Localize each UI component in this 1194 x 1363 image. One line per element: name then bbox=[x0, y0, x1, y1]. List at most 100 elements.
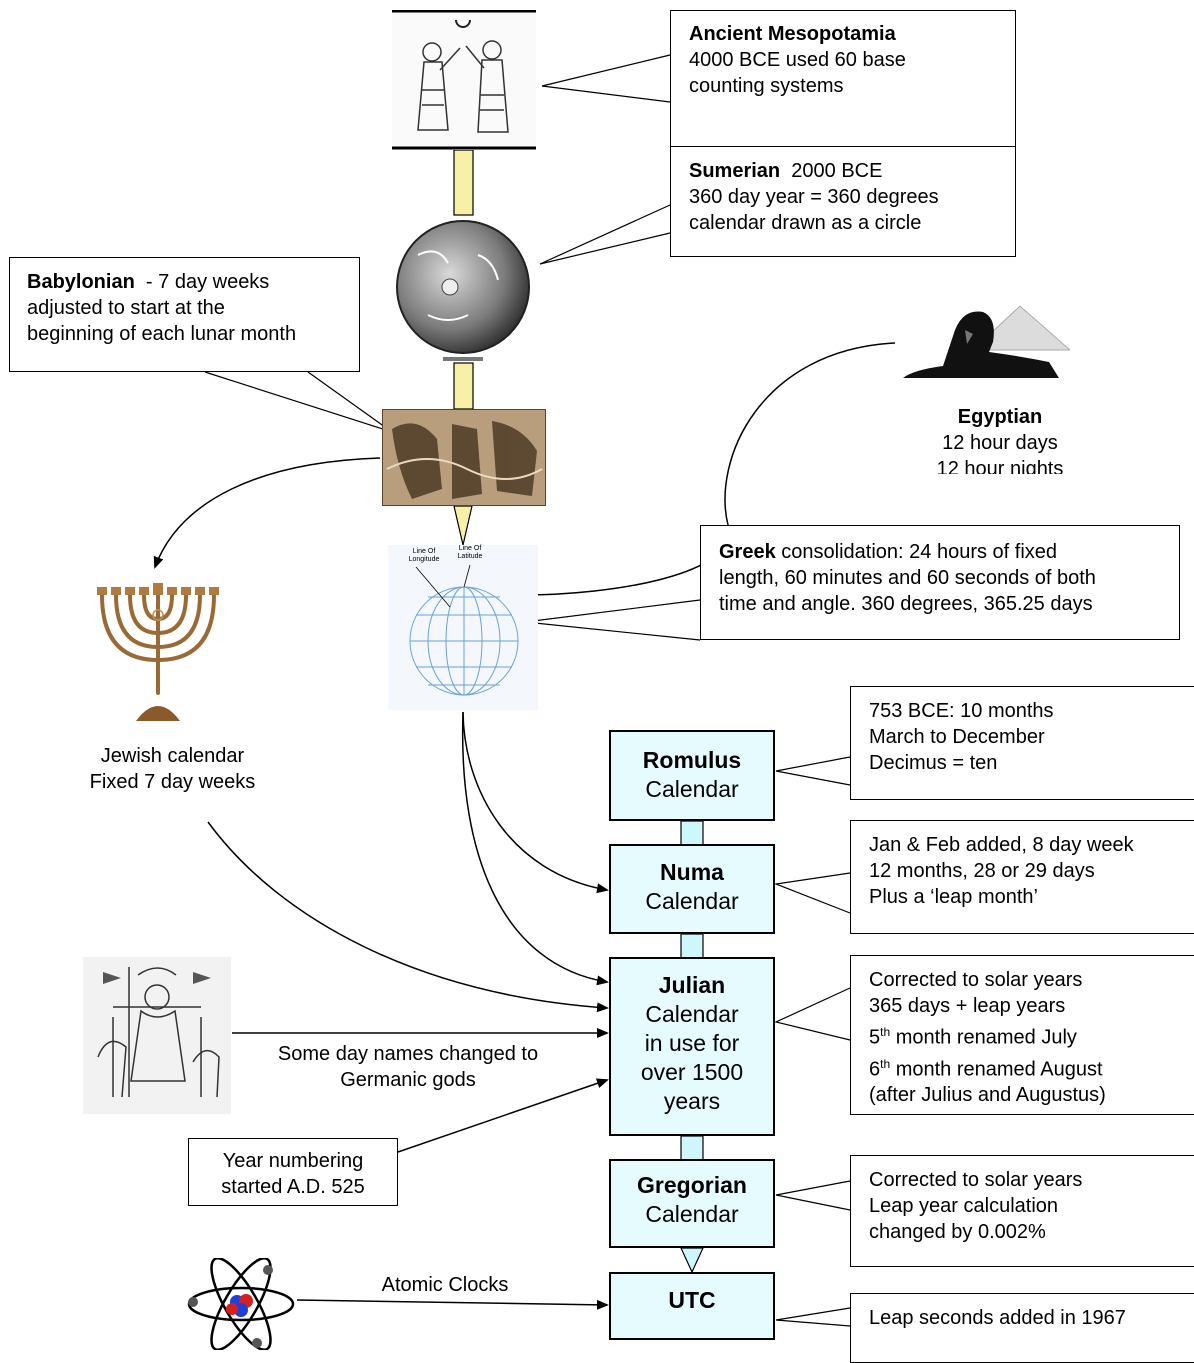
utc-note-line1: Leap seconds added in 1967 bbox=[869, 1307, 1126, 1329]
atomic-clocks-label: Atomic Clocks bbox=[381, 1274, 509, 1296]
arrow-greek-to-numa bbox=[462, 711, 609, 894]
julian-name: Julian bbox=[658, 972, 726, 998]
sumerian-circular-calendar-image bbox=[396, 220, 530, 361]
year-numbering-callout: Year numbering started A.D. 525 bbox=[188, 1138, 398, 1206]
utc-note: Leap seconds added in 1967 bbox=[850, 1293, 1194, 1363]
pointer-gregorian bbox=[775, 1180, 851, 1211]
germanic-caption: Some day names changed to Germanic gods bbox=[240, 1041, 576, 1093]
sumerian-date: 2000 BCE bbox=[791, 160, 883, 182]
egyptian-line2: 12 hour nights bbox=[936, 458, 1064, 474]
romulus-sub: Calendar bbox=[645, 776, 739, 802]
calendar-wedge bbox=[680, 1247, 704, 1274]
arrow-babylonian-to-jewish bbox=[153, 457, 381, 569]
utc-name: UTC bbox=[668, 1287, 716, 1313]
arrow-jewish-to-julian bbox=[207, 821, 609, 1013]
numa-note-line2: 12 months, 28 or 29 days bbox=[869, 860, 1095, 882]
menorah-image bbox=[97, 583, 219, 721]
mesopotamia-callout: Ancient Mesopotamia 4000 BCE used 60 bas… bbox=[670, 10, 1016, 150]
julian-note: Corrected to solar years 365 days + leap… bbox=[850, 955, 1194, 1115]
gregorian-calendar-box: Gregorian Calendar bbox=[609, 1159, 775, 1248]
pointer-greek bbox=[524, 599, 701, 641]
babylonian-line1: adjusted to start at the bbox=[27, 297, 225, 319]
numa-calendar-box: Numa Calendar bbox=[609, 844, 775, 934]
greek-line0: consolidation: 24 hours of fixed bbox=[781, 541, 1058, 563]
romulus-calendar-box: Romulus Calendar bbox=[609, 730, 775, 821]
sumerian-callout: Sumerian 2000 BCE 360 day year = 360 deg… bbox=[670, 146, 1016, 257]
calendar-connector-2 bbox=[680, 933, 704, 959]
greek-globe-image bbox=[388, 545, 538, 710]
gregorian-note: Corrected to solar years Leap year calcu… bbox=[850, 1155, 1194, 1267]
julian-sub1: Calendar bbox=[645, 1001, 739, 1027]
pointer-numa bbox=[773, 872, 851, 914]
gregorian-note-line1: Corrected to solar years bbox=[869, 1169, 1083, 1191]
year-numbering-line2: started A.D. 525 bbox=[221, 1176, 365, 1198]
timeline-wedge bbox=[453, 505, 473, 546]
jewish-line2: Fixed 7 day weeks bbox=[89, 771, 256, 793]
babylonian-title: Babylonian bbox=[27, 271, 135, 293]
mesopotamia-line1: 4000 BCE used 60 base bbox=[689, 49, 906, 71]
jewish-line1: Jewish calendar bbox=[100, 745, 245, 767]
egyptian-line1: 12 hour days bbox=[942, 432, 1058, 454]
romulus-note-line1: 753 BCE: 10 months bbox=[869, 700, 1054, 722]
julian-note-line2: 365 days + leap years bbox=[869, 995, 1066, 1017]
arrow-atomic-to-utc bbox=[296, 1299, 609, 1310]
atom-image bbox=[187, 1258, 295, 1350]
gregorian-note-line2: Leap year calculation bbox=[869, 1195, 1059, 1217]
arrow-year-numbering-to-julian bbox=[397, 1078, 609, 1153]
pointer-julian bbox=[774, 987, 851, 1041]
latitude-label: Line Of Latitude bbox=[457, 545, 483, 560]
egyptian-caption: Egyptian 12 hour days 12 hour nights bbox=[880, 404, 1120, 474]
babylonian-callout: Babylonian - 7 day weeks adjusted to sta… bbox=[9, 257, 360, 372]
sumerian-line1: 360 day year = 360 degrees bbox=[689, 186, 939, 208]
germanic-god-image bbox=[83, 957, 231, 1114]
julian-note-line3: 5th month renamed July bbox=[869, 1025, 1077, 1049]
romulus-note: 753 BCE: 10 months March to December Dec… bbox=[850, 686, 1194, 800]
arrow-egyptian-to-greek bbox=[520, 342, 896, 600]
timeline-bar-2 bbox=[453, 362, 474, 410]
numa-note-line3: Plus a ‘leap month’ bbox=[869, 886, 1038, 908]
greek-callout: Greek consolidation: 24 hours of fixed l… bbox=[700, 525, 1180, 640]
julian-note-line1: Corrected to solar years bbox=[869, 969, 1083, 991]
egyptian-title: Egyptian bbox=[957, 406, 1043, 428]
germanic-line2: Germanic gods bbox=[340, 1069, 476, 1091]
greek-line2: time and angle. 360 degrees, 365.25 days bbox=[719, 593, 1093, 615]
greek-title: Greek bbox=[719, 541, 776, 563]
pointer-mesopotamia bbox=[541, 54, 671, 103]
germanic-line1: Some day names changed to bbox=[277, 1043, 539, 1065]
greek-line1: length, 60 minutes and 60 seconds of bot… bbox=[719, 567, 1096, 589]
sumerian-line2: calendar drawn as a circle bbox=[689, 212, 922, 234]
pointer-sumerian bbox=[539, 204, 671, 265]
julian-calendar-box: Julian Calendar in use for over 1500 yea… bbox=[609, 957, 775, 1136]
longitude-label: Line Of Longitude bbox=[408, 548, 440, 563]
babylonian-line2: beginning of each lunar month bbox=[27, 323, 297, 345]
mesopotamia-line2: counting systems bbox=[689, 75, 844, 97]
numa-sub: Calendar bbox=[645, 888, 739, 914]
calendar-connector-1 bbox=[680, 820, 704, 846]
sphinx-pyramid-image bbox=[903, 305, 1070, 378]
mesopotamian-relief-image bbox=[392, 10, 536, 150]
gregorian-sub: Calendar bbox=[645, 1201, 739, 1227]
numa-note-line1: Jan & Feb added, 8 day week bbox=[869, 834, 1134, 856]
julian-sub2: in use for bbox=[644, 1030, 740, 1056]
numa-name: Numa bbox=[660, 859, 724, 885]
timeline-bar-1 bbox=[453, 149, 474, 216]
pointer-romulus bbox=[775, 756, 851, 786]
pointer-utc bbox=[775, 1307, 851, 1327]
pointer-babylonian bbox=[204, 371, 393, 433]
utc-box: UTC bbox=[609, 1272, 775, 1340]
numa-note: Jan & Feb added, 8 day week 12 months, 2… bbox=[850, 820, 1194, 934]
julian-sub4: years bbox=[663, 1088, 721, 1114]
calendar-connector-3 bbox=[680, 1135, 704, 1161]
romulus-note-line3: Decimus = ten bbox=[869, 752, 998, 774]
julian-note-line5: (after Julius and Augustus) bbox=[869, 1084, 1106, 1107]
gregorian-name: Gregorian bbox=[637, 1172, 747, 1198]
julian-note-line4: 6th month renamed August bbox=[869, 1056, 1103, 1081]
romulus-name: Romulus bbox=[642, 747, 742, 773]
year-numbering-line1: Year numbering bbox=[222, 1150, 364, 1172]
arrow-greek-to-julian bbox=[461, 711, 609, 986]
jewish-caption: Jewish calendar Fixed 7 day weeks bbox=[60, 743, 285, 795]
romulus-note-line2: March to December bbox=[869, 726, 1045, 748]
sumerian-title: Sumerian bbox=[689, 160, 781, 182]
julian-sub3: over 1500 bbox=[640, 1059, 744, 1085]
